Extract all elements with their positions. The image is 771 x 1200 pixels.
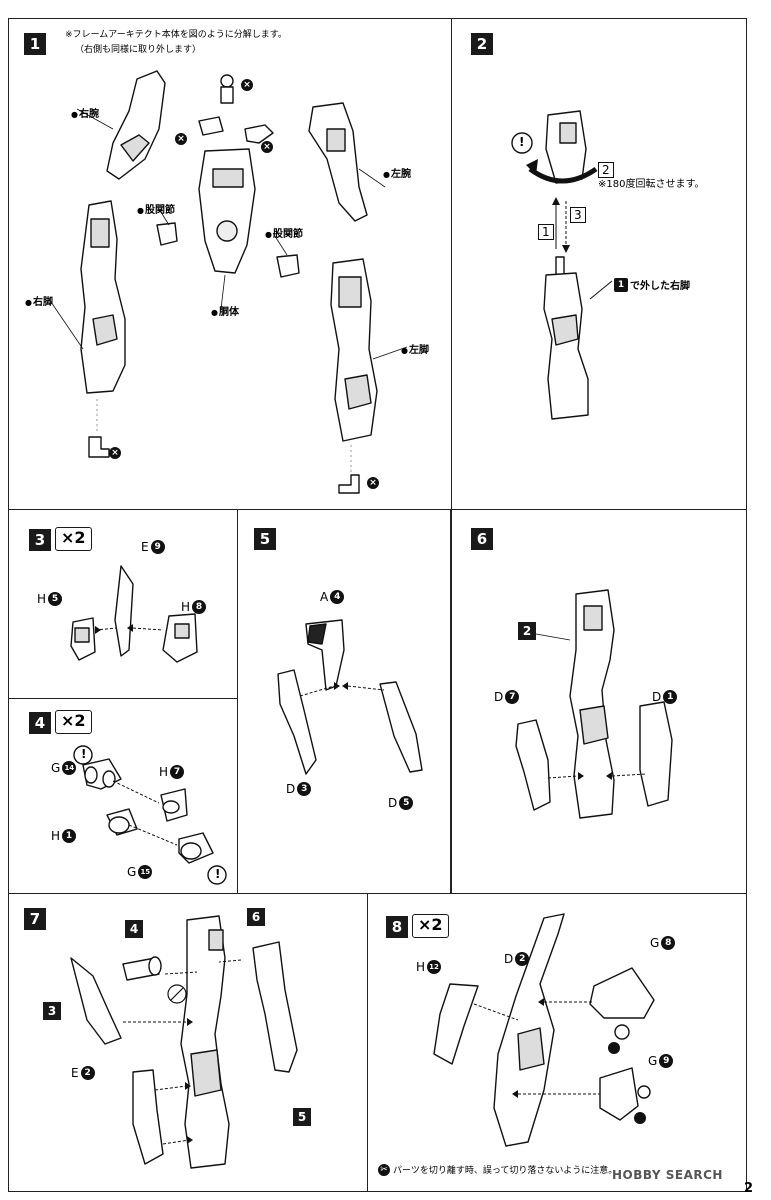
caution-mark: ! — [81, 747, 87, 761]
label-hip-joint-right: 股関節 — [265, 225, 303, 240]
label-right-arm: 右腕 — [71, 105, 99, 120]
step-2-panel: 2 ! 2 ※180度回転させます。 3 1 1 で外した右脚 — [451, 18, 747, 510]
step-6-illustration — [515, 589, 673, 819]
remove-mark: × — [367, 477, 379, 489]
step-1-illustration — [48, 70, 408, 494]
label-hip-joint-left: 股関節 — [137, 201, 175, 216]
step-number: 5 — [254, 528, 276, 550]
ref-step-badge: 2 — [518, 622, 536, 640]
label-left-leg: 左脚 — [401, 341, 429, 356]
ref-step-badge-4: 4 — [125, 920, 143, 938]
label-torso: 胴体 — [211, 303, 239, 318]
instruction-note: ※フレームアーキテクト本体を図のように分解します。 — [65, 30, 287, 40]
caution-mark: ! — [519, 135, 525, 149]
step-2-illustration — [511, 110, 613, 420]
step-5-illustration — [277, 619, 423, 775]
step-3-illustration — [70, 565, 198, 663]
arrow-label-3: 3 — [570, 207, 586, 223]
step-number: 8 — [386, 916, 408, 938]
cut-caution-icon: ✂ — [378, 1163, 390, 1176]
caution-mark: ! — [215, 867, 221, 881]
step-number: 1 — [24, 33, 46, 55]
step-number: 7 — [24, 908, 46, 930]
remove-mark: × — [241, 79, 253, 91]
instruction-note-sub: （右側も同様に取り外します） — [75, 45, 202, 55]
footer-caution-text: パーツを切り離す時、誤って切り落さないように注意。 — [393, 1166, 618, 1176]
step-8-illustration — [433, 913, 655, 1147]
ref-step-text: で外した右脚 — [630, 281, 690, 292]
multiplier-badge: ×2 — [55, 710, 92, 734]
remove-mark: × — [261, 141, 273, 153]
label-left-arm: 左腕 — [383, 165, 411, 180]
ref-step-badge-3: 3 — [43, 1002, 61, 1020]
multiplier-badge: ×2 — [412, 914, 449, 938]
multiplier-badge: ×2 — [55, 527, 92, 551]
watermark: HOBBY SEARCH — [612, 1168, 723, 1182]
rotate-note: ※180度回転させます。 — [598, 179, 705, 190]
page-number: 2 — [744, 1181, 754, 1196]
footer-caution-note: ✂ パーツを切り離す時、誤って切り落さないように注意。 — [378, 1163, 617, 1176]
arrow-label-1: 1 — [538, 224, 554, 240]
ref-step-badge: 1 — [614, 277, 628, 292]
reference-label: 1 で外した右脚 — [614, 277, 690, 292]
arrow-label-2: 2 — [598, 162, 614, 178]
remove-mark: × — [109, 447, 121, 459]
step-number: 6 — [471, 528, 493, 550]
remove-mark: × — [175, 133, 187, 145]
step-number: 2 — [471, 33, 493, 55]
ref-step-badge-6: 6 — [247, 908, 265, 926]
step-7-illustration — [70, 915, 298, 1169]
label-right-leg: 右脚 — [25, 293, 53, 308]
step-1-panel: 1 ※フレームアーキテクト本体を図のように分解します。 （右側も同様に取り外しま… — [8, 18, 452, 510]
ref-step-badge-5: 5 — [293, 1108, 311, 1126]
step-4-illustration — [73, 745, 227, 885]
step-number: 4 — [29, 712, 51, 734]
step-number: 3 — [29, 529, 51, 551]
